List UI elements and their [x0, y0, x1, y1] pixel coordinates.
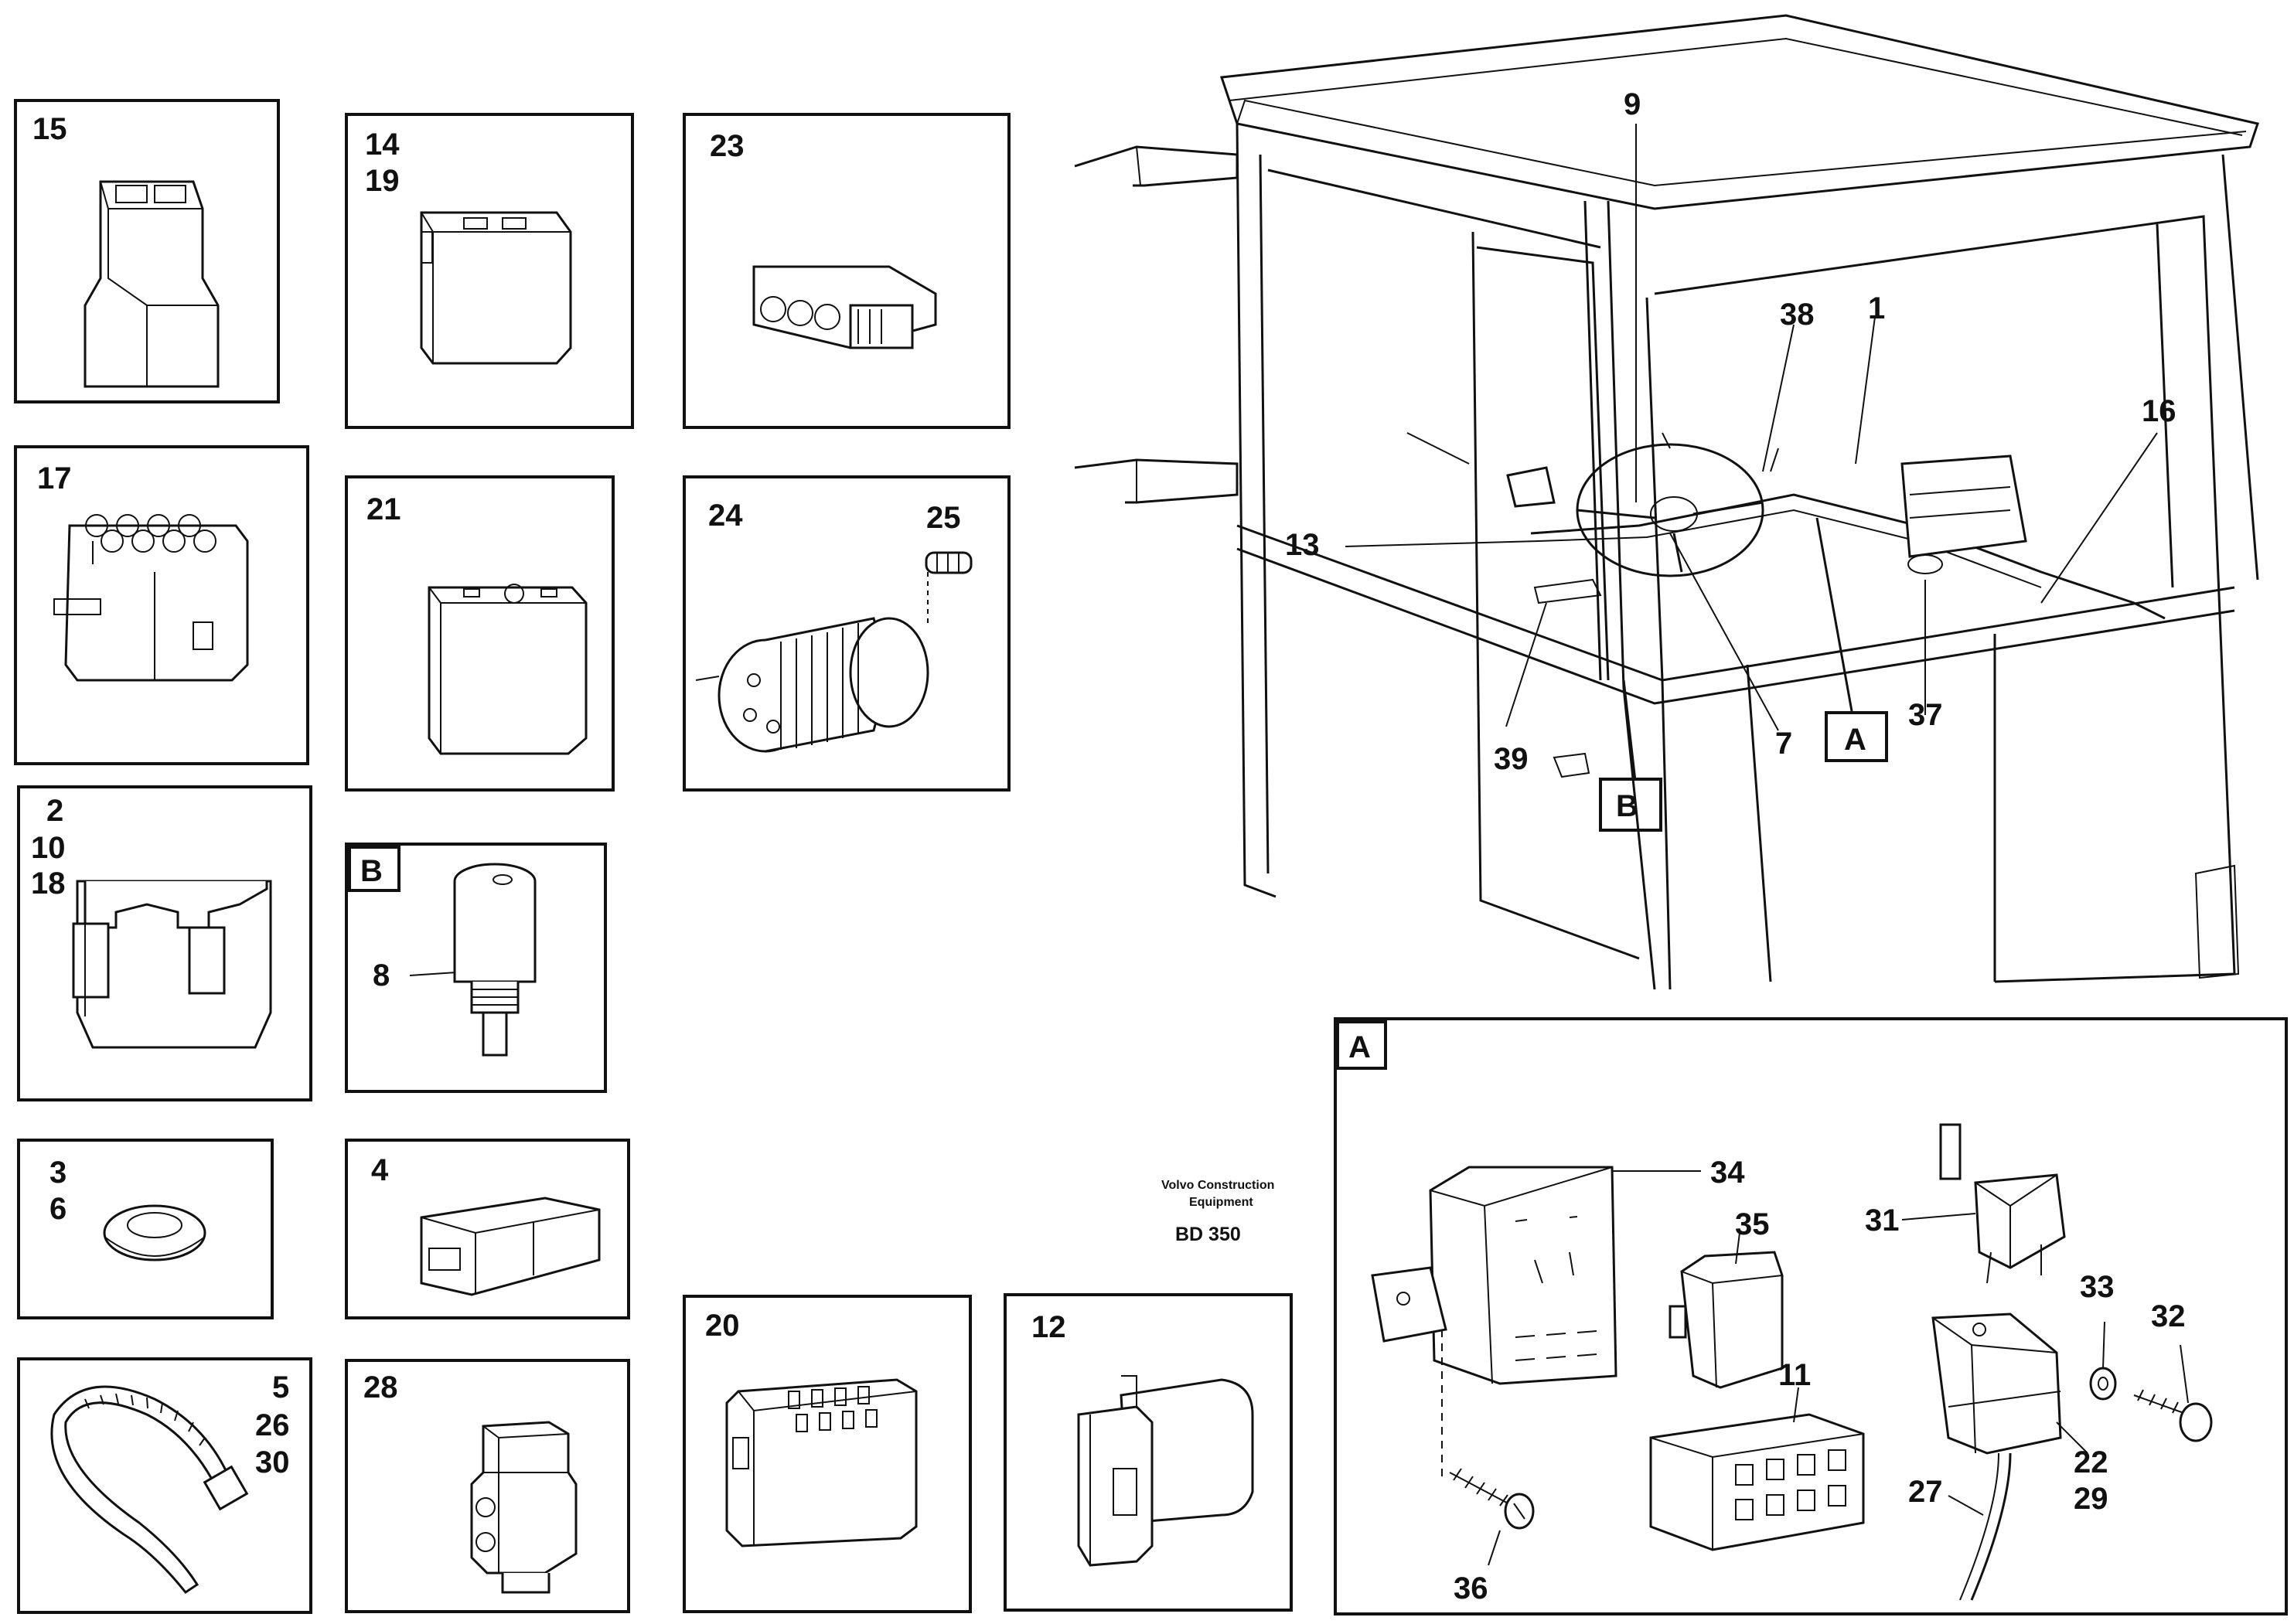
label-19: 19 — [365, 164, 400, 198]
label-30: 30 — [255, 1445, 290, 1479]
cab-callout-37: 37 — [1908, 698, 1943, 732]
cab-callout-38: 38 — [1780, 298, 1815, 332]
cab-callout-13: 13 — [1285, 528, 1320, 562]
detail-callout-11: 11 — [1778, 1358, 1811, 1392]
cab-callout-16: 16 — [2142, 394, 2176, 428]
detail-callout-22: 22 — [2074, 1445, 2108, 1479]
label-25: 25 — [926, 501, 961, 535]
panel-14-19: 14 19 — [345, 113, 634, 429]
label-3: 3 — [49, 1156, 66, 1190]
holder-22-drawing — [1931, 1312, 2062, 1601]
detail-callout-36: 36 — [1454, 1571, 1488, 1605]
detail-callout-33: 33 — [2080, 1270, 2115, 1304]
label-23: 23 — [710, 129, 745, 163]
panel-15: 15 — [14, 99, 280, 403]
drawing-caption: Volvo Construction Equipment BD 350 — [1161, 1179, 1274, 1245]
grommet-3-drawing — [103, 1204, 206, 1261]
relay-14-drawing — [420, 211, 572, 365]
cab-callout-9: 9 — [1624, 87, 1641, 121]
detail-a-panel: A — [1334, 1017, 2288, 1615]
detail-callout-29: 29 — [2074, 1482, 2108, 1516]
connector-15-drawing — [84, 180, 220, 388]
panel-20: 20 — [683, 1295, 972, 1613]
caption-line1: Volvo Construction — [1161, 1179, 1274, 1192]
caption-line2: Equipment — [1189, 1196, 1253, 1209]
panel-5-26-30: 5 26 30 — [17, 1357, 312, 1614]
detail-callout-32: 32 — [2151, 1299, 2186, 1333]
cab-callout-1: 1 — [1868, 291, 1885, 325]
label-4: 4 — [371, 1153, 389, 1187]
terminal-28-drawing — [470, 1421, 578, 1594]
panel-b-8: B 8 — [345, 843, 607, 1093]
module-34-drawing — [1371, 1166, 1617, 1385]
detail-callout-35: 35 — [1735, 1207, 1770, 1241]
cab-callout-39: 39 — [1494, 742, 1529, 776]
label-2: 2 — [46, 794, 63, 828]
label-18: 18 — [31, 866, 66, 901]
cab-callout-7: 7 — [1775, 727, 1792, 761]
label-20: 20 — [705, 1309, 740, 1343]
label-24: 24 — [708, 499, 743, 533]
panel-28: 28 — [345, 1359, 630, 1613]
switch-8-drawing — [453, 863, 537, 1057]
detail-a-title: A — [1348, 1030, 1371, 1064]
label-8: 8 — [373, 958, 390, 992]
relay-31-drawing — [1939, 1123, 2066, 1284]
panel-12: 12 — [1004, 1293, 1293, 1612]
label-15: 15 — [32, 112, 67, 146]
connector-11-drawing — [1649, 1413, 1865, 1551]
cover-2-drawing — [72, 880, 272, 1049]
panel-21: 21 — [345, 475, 615, 792]
bulb-25-drawing — [925, 551, 973, 574]
connector-17-drawing — [53, 514, 249, 682]
cab-callout-a: A — [1844, 723, 1866, 757]
relay-21-drawing — [428, 584, 588, 755]
detail-callout-34: 34 — [1710, 1156, 1745, 1190]
panel-17: 17 — [14, 445, 309, 765]
label-28: 28 — [363, 1370, 398, 1404]
cab-illustration: 9 38 1 16 13 39 7 37 A B — [1074, 14, 2259, 990]
connector-20-drawing — [725, 1378, 918, 1547]
panel-2-10-18: 2 10 18 — [17, 785, 312, 1101]
label-17: 17 — [37, 461, 72, 495]
connector-23-drawing — [752, 265, 937, 349]
label-12: 12 — [1031, 1310, 1066, 1344]
detail-callout-27: 27 — [1908, 1475, 1943, 1509]
label-b: B — [360, 854, 383, 888]
connector-4-drawing — [420, 1197, 601, 1296]
panel-3-6: 3 6 — [17, 1139, 274, 1319]
screw-32-drawing — [2133, 1389, 2213, 1442]
label-21: 21 — [366, 492, 401, 526]
label-10: 10 — [31, 831, 66, 865]
relay-35-drawing — [1669, 1251, 1784, 1389]
panel-4: 4 — [345, 1139, 630, 1319]
label-5: 5 — [272, 1370, 289, 1404]
label-14: 14 — [365, 128, 400, 162]
cab-drawing — [1074, 14, 2259, 990]
panel-24-25: 24 25 — [683, 475, 1011, 792]
washer-33-drawing — [2089, 1367, 2117, 1401]
screw-36-drawing — [1449, 1468, 1535, 1530]
panel-23: 23 — [683, 113, 1011, 429]
cable-tie-5-drawing — [50, 1385, 249, 1595]
label-26: 26 — [255, 1408, 290, 1442]
socket-24-drawing — [695, 551, 973, 753]
detail-callout-31: 31 — [1865, 1204, 1900, 1238]
cab-callout-b: B — [1616, 789, 1638, 823]
holder-12-drawing — [1077, 1375, 1254, 1567]
caption-code: BD 350 — [1175, 1224, 1241, 1245]
label-6: 6 — [49, 1192, 66, 1226]
